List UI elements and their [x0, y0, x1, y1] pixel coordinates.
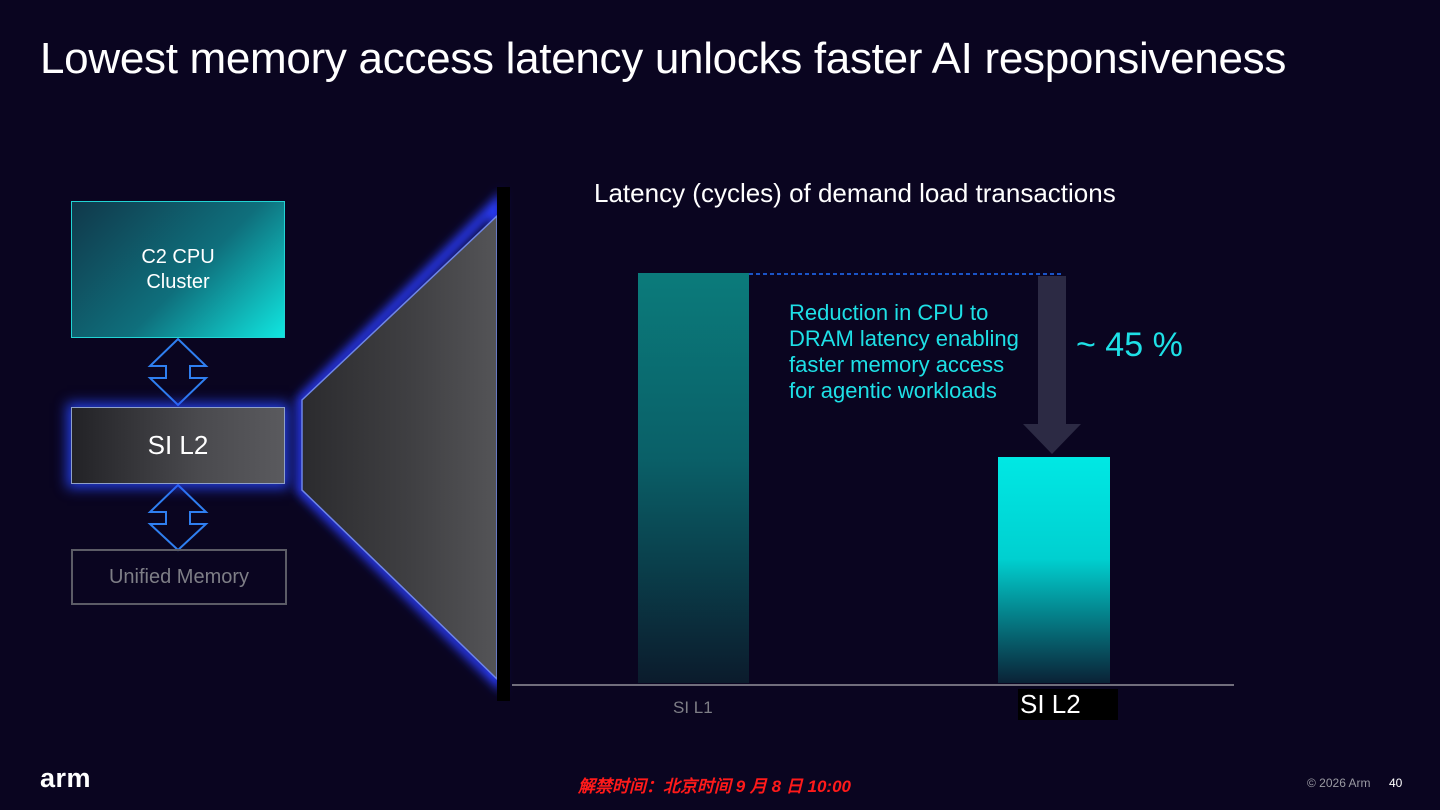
- double-arrow-icon: [147, 337, 209, 407]
- chart-annotation: Reduction in CPU to DRAM latency enablin…: [789, 300, 1019, 403]
- magnifier-edge: [497, 187, 510, 701]
- copyright-text: © 2026 Arm: [1307, 776, 1371, 790]
- x-tick-label-si-l1: SI L1: [673, 698, 713, 717]
- reduction-percent-label: ~ 45 %: [1076, 326, 1183, 364]
- bar-si-l1: [638, 273, 749, 683]
- x-tick-label-si-l2: SI L2: [1018, 689, 1118, 720]
- cpu-cluster-box: C2 CPU Cluster: [71, 201, 285, 338]
- bar-si-l2: [998, 457, 1110, 683]
- chart-title: Latency (cycles) of demand load transact…: [594, 178, 1116, 208]
- double-arrow-icon: [147, 483, 209, 552]
- arm-logo: arm: [40, 763, 92, 793]
- unified-memory-box: Unified Memory: [71, 549, 287, 605]
- unified-memory-label: Unified Memory: [108, 565, 250, 588]
- page-number: 40: [1389, 776, 1403, 790]
- magnifier-trapezoid: [301, 214, 498, 681]
- slide-title: Lowest memory access latency unlocks fas…: [40, 34, 1287, 83]
- si-l2-box: SI L2: [71, 407, 285, 484]
- embargo-notice: 解禁时间：北京时间 9 月 8 日 10:00: [578, 777, 852, 796]
- cpu-cluster-label: C2 CPU Cluster: [141, 245, 215, 293]
- si-l2-label: SI L2: [147, 430, 209, 460]
- down-arrow-icon: [1023, 276, 1081, 454]
